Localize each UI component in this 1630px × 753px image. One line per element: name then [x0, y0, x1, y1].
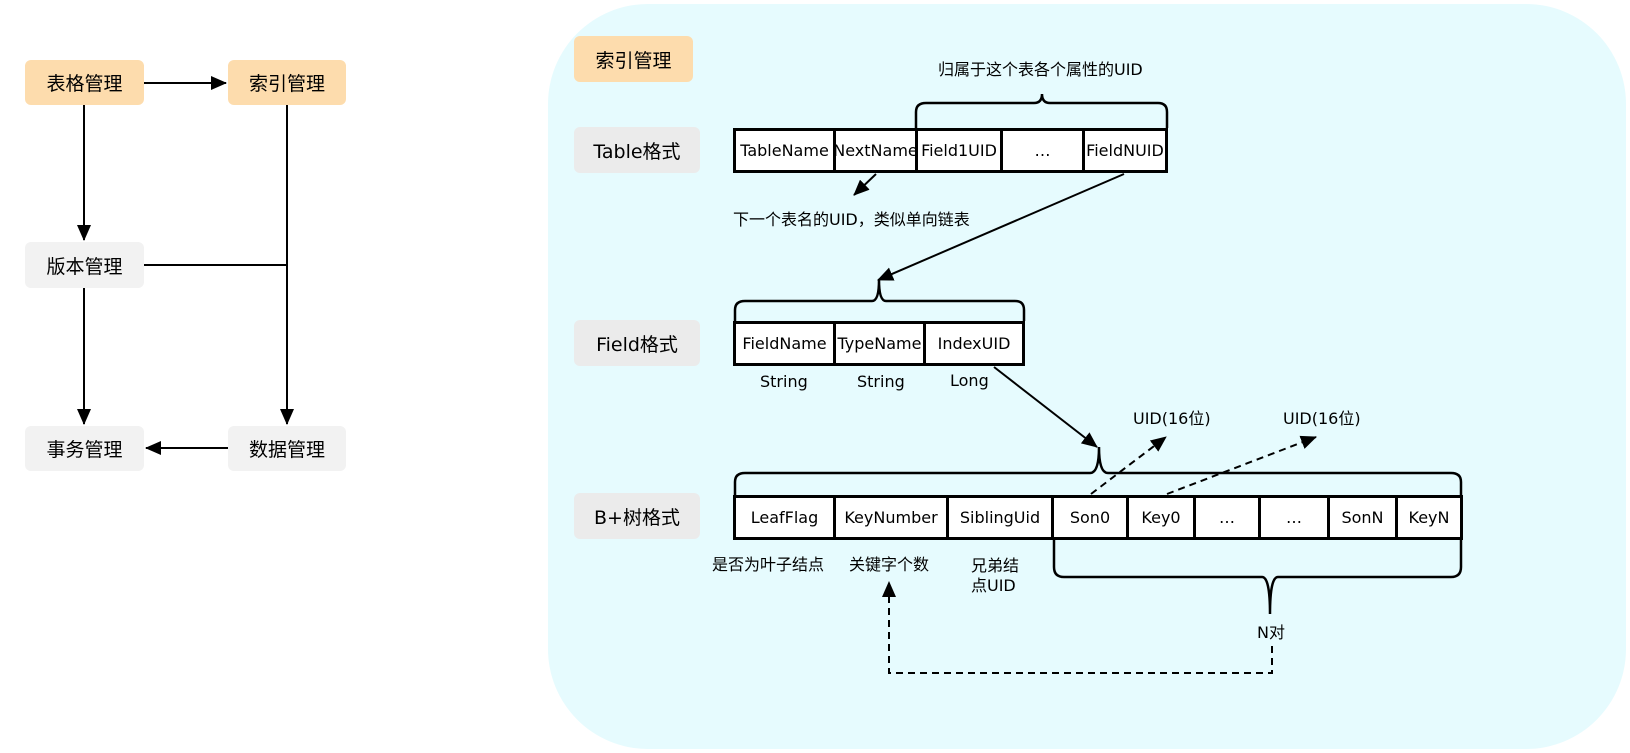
bplus-brace [733, 446, 1463, 495]
arrow-indexuid-to-bplus [993, 366, 1098, 448]
arrow-pairs-to-keynumber [882, 581, 1273, 674]
field-format-label: Field格式 [574, 320, 700, 366]
field-type-string-1: String [760, 372, 808, 391]
panel-title: 索引管理 [574, 36, 693, 82]
transaction-management-node: 事务管理 [25, 426, 144, 471]
field-cell-fieldname: FieldName [733, 321, 836, 366]
arrow-son0-uid [1090, 436, 1167, 495]
pairs-brace [1052, 540, 1463, 615]
data-management-node: 数据管理 [228, 426, 346, 471]
next-name-note: 下一个表名的UID，类似单向链表 [733, 210, 970, 229]
key-number-note: 关键字个数 [849, 555, 930, 574]
arrow-nextname-note [853, 173, 877, 196]
bplus-cell-key0: Key0 [1126, 495, 1196, 540]
field-type-string-2: String [857, 372, 905, 391]
table-cell-nextname: NextName [833, 128, 918, 173]
sibling-note-line1: 兄弟结 [971, 556, 1020, 575]
bplus-cell-keynumber: KeyNumber [833, 495, 949, 540]
arrow-key0-uid [1166, 435, 1317, 495]
pairs-note: N对 [1257, 623, 1285, 642]
table-format-label: Table格式 [574, 127, 700, 173]
field-type-long: Long [950, 371, 989, 390]
leaf-flag-note: 是否为叶子结点 [712, 555, 825, 574]
version-management-node: 版本管理 [25, 242, 144, 288]
uid-son-note: UID(16位) [1133, 409, 1211, 428]
bplus-format-label: B+树格式 [574, 493, 700, 539]
bplus-cell-leafflag: LeafFlag [733, 495, 836, 540]
table-cell-ellipsis: … [1000, 128, 1085, 173]
sibling-note-line2: 点UID [971, 576, 1016, 595]
field-cell-indexuid: IndexUID [923, 321, 1025, 366]
table-brace-note: 归属于这个表各个属性的UID [938, 60, 1143, 79]
table-cell-fieldnuid: FieldNUID [1082, 128, 1168, 173]
bplus-cell-keyn: KeyN [1395, 495, 1463, 540]
field-brace [733, 279, 1026, 321]
table-fields-brace [914, 93, 1169, 128]
uid-key-note: UID(16位) [1283, 409, 1361, 428]
field-cell-typename: TypeName [833, 321, 926, 366]
table-cell-tablename: TableName [733, 128, 836, 173]
arrow-fieldnuid-to-field [877, 173, 1125, 281]
table-management-node: 表格管理 [25, 60, 144, 105]
bplus-cell-son0: Son0 [1051, 495, 1129, 540]
index-management-node: 索引管理 [228, 60, 346, 105]
